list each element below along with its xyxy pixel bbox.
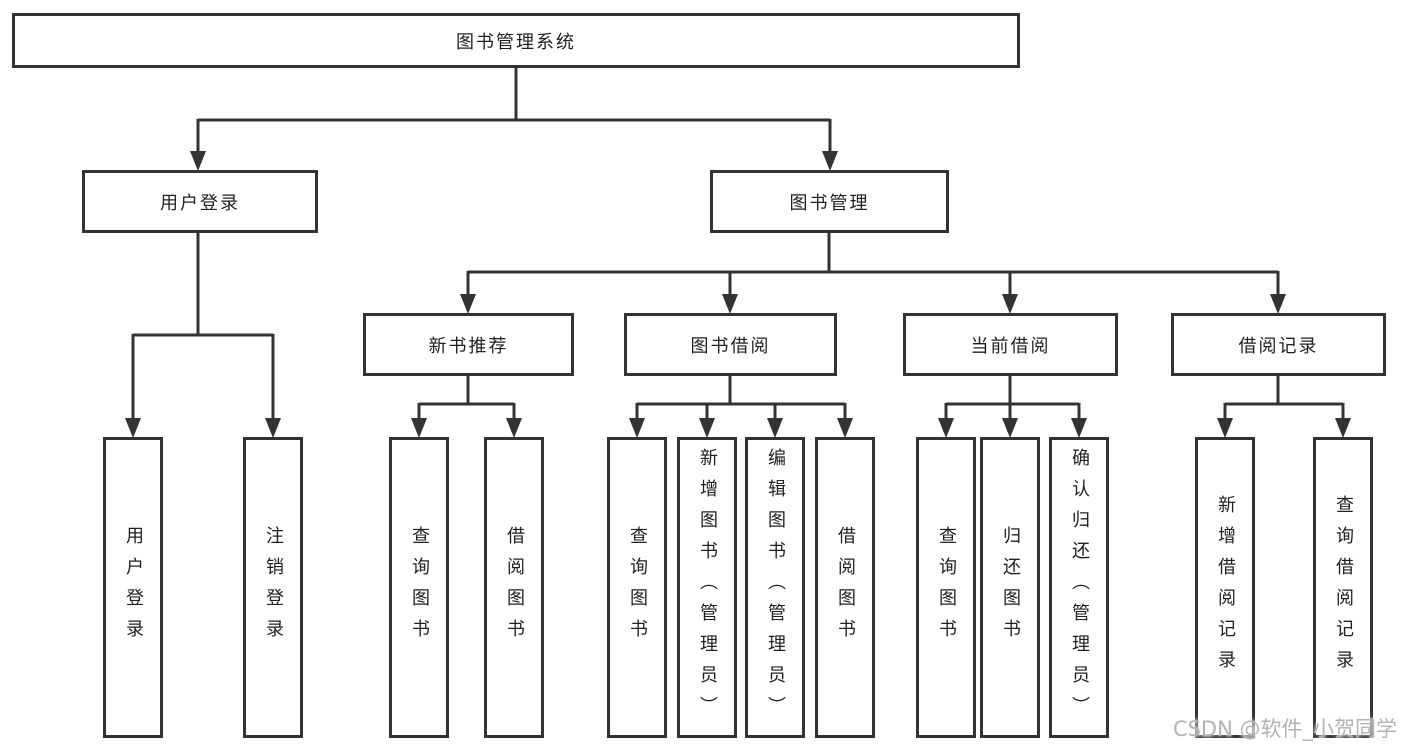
node-label: 用户登录 bbox=[160, 192, 240, 214]
leaf-confirm-return-admin: 确认归还（管理员） bbox=[1049, 437, 1109, 738]
node-user-login: 用户登录 bbox=[82, 170, 318, 233]
connector-group bbox=[131, 68, 1345, 419]
leaf-add-borrow-record: 新增借阅记录 bbox=[1195, 437, 1255, 738]
node-label: 图书借阅 bbox=[690, 335, 771, 357]
leaf-label: 新增图书（管理员） bbox=[697, 448, 718, 727]
node-label: 图书管理系统 bbox=[456, 31, 576, 53]
node-label: 当前借阅 bbox=[970, 335, 1051, 357]
arrowheads bbox=[125, 151, 1351, 438]
leaf-user-login: 用户登录 bbox=[103, 437, 163, 738]
node-current-borrow: 当前借阅 bbox=[903, 313, 1118, 376]
leaf-label: 编辑图书（管理员） bbox=[765, 448, 786, 727]
leaf-label: 借阅图书 bbox=[504, 525, 525, 650]
node-label: 图书管理 bbox=[789, 192, 870, 214]
node-borrow-records: 借阅记录 bbox=[1171, 313, 1386, 376]
leaf-label: 查询借阅记录 bbox=[1333, 494, 1354, 681]
leaf-label: 借阅图书 bbox=[835, 525, 856, 650]
leaf-label: 用户登录 bbox=[123, 525, 144, 650]
leaf-label: 归还图书 bbox=[1000, 525, 1021, 650]
node-label: 借阅记录 bbox=[1238, 335, 1319, 357]
node-root-system: 图书管理系统 bbox=[12, 13, 1020, 68]
leaf-borrow-books-recommend: 借阅图书 bbox=[484, 437, 544, 738]
leaf-query-books-recommend: 查询图书 bbox=[389, 437, 449, 738]
leaf-label: 查询图书 bbox=[409, 525, 430, 650]
leaf-query-borrow-record: 查询借阅记录 bbox=[1313, 437, 1373, 738]
node-book-borrow: 图书借阅 bbox=[624, 313, 837, 376]
leaf-logout: 注销登录 bbox=[243, 437, 303, 738]
leaf-add-books-admin: 新增图书（管理员） bbox=[677, 437, 737, 738]
leaf-query-books-current: 查询图书 bbox=[916, 437, 976, 738]
leaf-label: 查询图书 bbox=[627, 525, 648, 650]
leaf-label: 确认归还（管理员） bbox=[1069, 448, 1090, 727]
leaf-query-books-borrow: 查询图书 bbox=[607, 437, 667, 738]
leaf-edit-books-admin: 编辑图书（管理员） bbox=[745, 437, 805, 738]
csdn-watermark: CSDN @软件_小贺同学 bbox=[1172, 717, 1397, 741]
leaf-borrow-books: 借阅图书 bbox=[815, 437, 875, 738]
leaf-label: 注销登录 bbox=[263, 525, 284, 650]
leaf-label: 查询图书 bbox=[936, 525, 957, 650]
node-label: 新书推荐 bbox=[428, 335, 509, 357]
node-new-book-recommend: 新书推荐 bbox=[363, 313, 574, 376]
leaf-label: 新增借阅记录 bbox=[1215, 494, 1236, 681]
node-book-management: 图书管理 bbox=[710, 170, 949, 233]
leaf-return-books: 归还图书 bbox=[980, 437, 1040, 738]
